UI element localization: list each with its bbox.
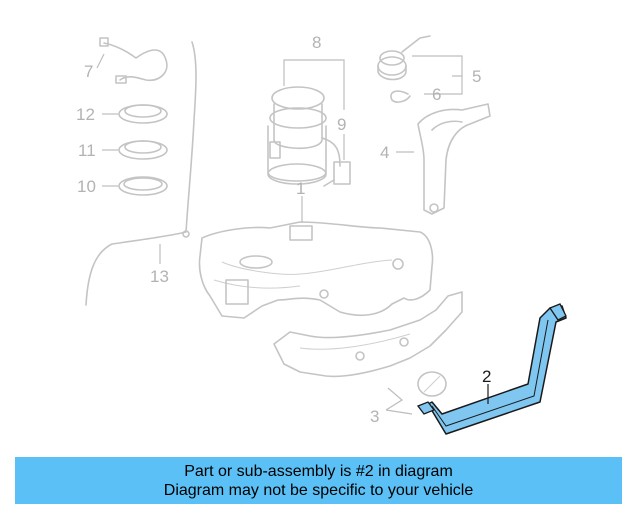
callout-9: 9	[337, 115, 346, 134]
callout-2: 2	[482, 367, 491, 386]
part-5-filler-cap	[377, 35, 431, 81]
part-4-filler-bracket	[417, 103, 491, 215]
callout-5: 5	[472, 67, 481, 86]
callout-11: 11	[78, 141, 96, 160]
leader-lines	[96, 53, 489, 415]
banner-line-2: Diagram may not be specific to your vehi…	[163, 482, 474, 499]
part-2-tank-strap	[416, 303, 567, 435]
callout-13: 13	[150, 267, 169, 286]
callout-labels: 7 12 11 10 13 8 9 1 5 6 4 3 2	[76, 33, 491, 426]
parts-diagram: 7 12 11 10 13 8 9 1 5 6 4 3 2	[76, 33, 567, 435]
part-1-fuel-tank	[198, 221, 434, 319]
callout-6: 6	[432, 85, 441, 104]
part-10-ring	[118, 176, 168, 196]
callout-7: 7	[84, 62, 93, 81]
callout-4: 4	[380, 143, 389, 162]
part-8-fuel-pump	[267, 86, 351, 187]
callout-8: 8	[312, 33, 321, 52]
callout-10: 10	[77, 177, 96, 196]
callout-3: 3	[370, 407, 379, 426]
banner-line-1: Part or sub-assembly is #2 in diagram	[184, 463, 453, 480]
part-12-ring	[118, 104, 168, 124]
part-13-vent-hose	[85, 41, 197, 306]
part-11-ring	[118, 140, 168, 160]
part-3-heat-shield	[273, 291, 463, 397]
info-banner: Part or sub-assembly is #2 in diagram Di…	[15, 457, 622, 504]
callout-1: 1	[296, 179, 305, 198]
part-6-clip	[390, 90, 411, 103]
callout-12: 12	[76, 105, 95, 124]
part-7-sensor-wire	[99, 37, 168, 84]
